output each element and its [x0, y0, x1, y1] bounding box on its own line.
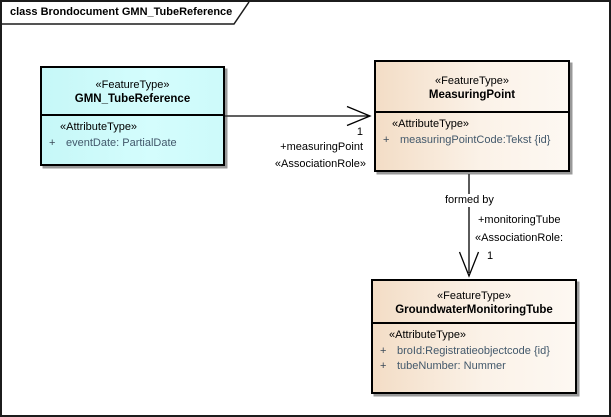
attribute-text: eventDate: PartialDate: [66, 137, 177, 149]
attribute-text: tubeNumber: Nummer: [397, 360, 506, 372]
visibility-marker: +: [383, 134, 390, 146]
attribute-row[interactable]: + broId:Registratieobjectcode {id}: [373, 344, 575, 359]
class-box-gmn-tubereference[interactable]: «FeatureType» GMN_TubeReference «Attribu…: [40, 66, 225, 166]
class-name: GroundwaterMonitoringTube: [395, 303, 553, 316]
attribute-row[interactable]: + tubeNumber: Nummer: [373, 359, 575, 374]
class-attribute-compartment: «AttributeType» + eventDate: PartialDate: [42, 114, 223, 164]
arrowhead-measuring-point: [346, 105, 372, 127]
class-box-groundwatermonitoringtube[interactable]: «FeatureType» GroundwaterMonitoringTube …: [371, 279, 577, 394]
arrowhead-monitoring-tube: [458, 251, 480, 278]
visibility-marker: +: [49, 137, 56, 149]
role-label-measuring-point[interactable]: +measuringPoint: [280, 141, 363, 153]
visibility-marker: +: [380, 345, 387, 357]
diagram-title: class Brondocument GMN_TubeReference: [10, 6, 233, 18]
attribute-stereotype: «AttributeType»: [389, 329, 467, 341]
class-attribute-compartment: «AttributeType» + measuringPointCode:Tek…: [376, 111, 568, 170]
multiplicity-monitoring-tube[interactable]: 1: [487, 250, 494, 262]
attribute-stereotype: «AttributeType»: [392, 118, 470, 130]
class-header: «FeatureType» GMN_TubeReference: [42, 68, 223, 114]
class-stereotype: «FeatureType»: [437, 289, 511, 302]
class-name: MeasuringPoint: [428, 88, 516, 101]
visibility-marker: +: [380, 360, 387, 372]
class-attribute-compartment: «AttributeType» + broId:Registratieobjec…: [373, 322, 575, 392]
attribute-text: broId:Registratieobjectcode {id}: [397, 345, 550, 357]
stereotype-label-monitoring-tube[interactable]: «AssociationRole:: [475, 232, 564, 244]
class-stereotype: «FeatureType»: [435, 74, 509, 87]
class-stereotype: «FeatureType»: [95, 79, 170, 91]
class-header: «FeatureType» MeasuringPoint: [376, 62, 568, 111]
multiplicity-measuring-point[interactable]: 1: [356, 126, 363, 138]
stereotype-label-measuring-point[interactable]: «AssociationRole»: [274, 158, 366, 170]
attribute-row[interactable]: + measuringPointCode:Tekst {id}: [376, 133, 568, 148]
class-box-measuringpoint[interactable]: «FeatureType» MeasuringPoint «AttributeT…: [374, 60, 570, 172]
class-name: GMN_TubeReference: [74, 93, 191, 105]
attribute-row[interactable]: + eventDate: PartialDate: [42, 136, 223, 151]
attribute-stereotype: «AttributeType»: [60, 121, 138, 133]
association-name-formed-by[interactable]: formed by: [443, 194, 496, 207]
attribute-text: measuringPointCode:Tekst {id}: [400, 134, 551, 146]
class-header: «FeatureType» GroundwaterMonitoringTube: [373, 281, 575, 322]
role-label-monitoring-tube[interactable]: +monitoringTube: [478, 214, 561, 226]
